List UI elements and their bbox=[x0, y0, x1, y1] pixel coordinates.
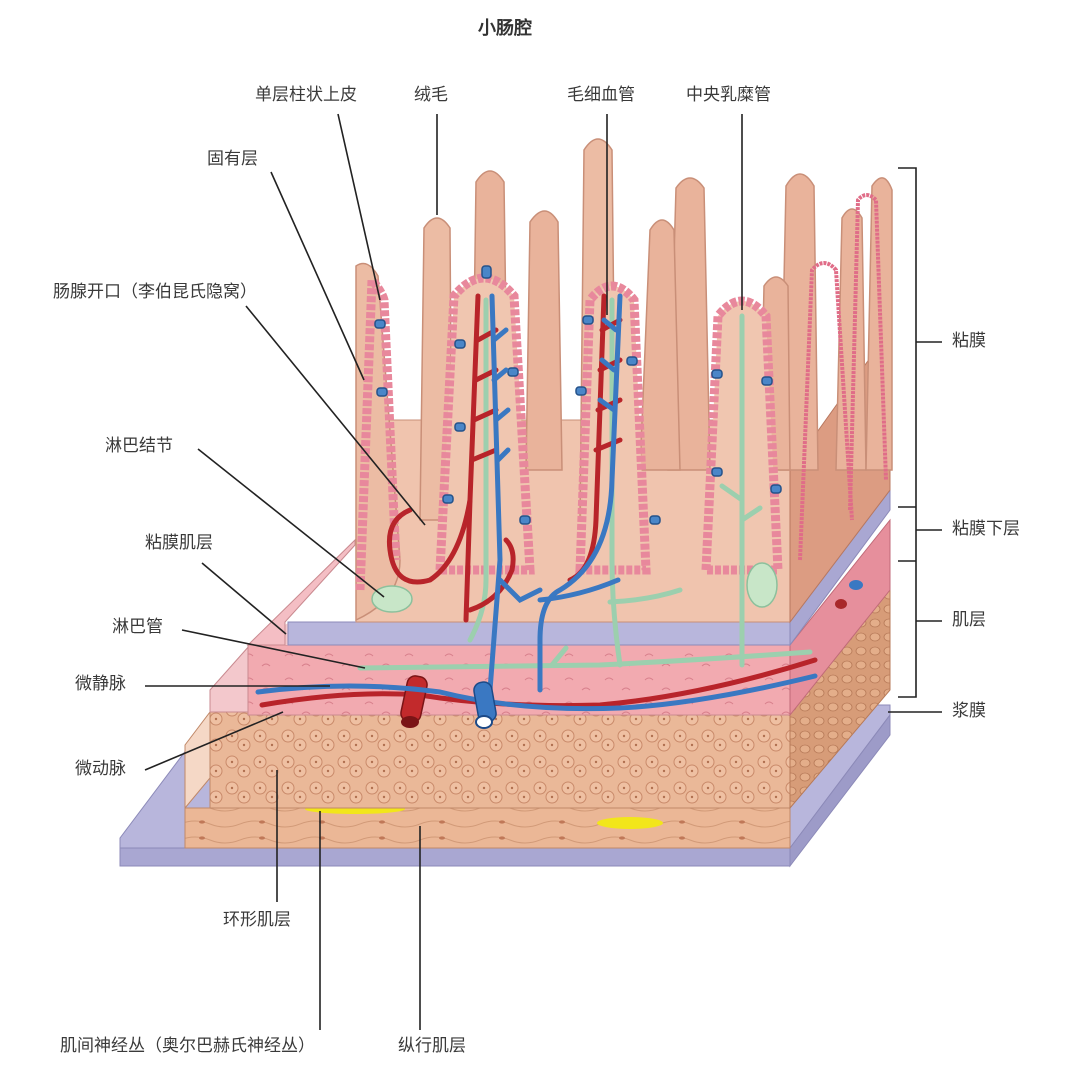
label-longitudinal-muscle: 纵行肌层 bbox=[398, 1036, 466, 1056]
label-capillary: 毛细血管 bbox=[567, 85, 635, 105]
label-venule: 微静脉 bbox=[75, 674, 126, 694]
label-lymphatic-nodule: 淋巴结节 bbox=[105, 436, 173, 456]
label-submucosa: 粘膜下层 bbox=[952, 519, 1020, 539]
leader-lines bbox=[144, 113, 942, 1030]
nerve-plexus bbox=[597, 817, 663, 829]
label-myenteric-plexus: 肌间神经丛（奥尔巴赫氏神经丛） bbox=[60, 1036, 315, 1056]
label-lymphatic-vessel: 淋巴管 bbox=[112, 617, 163, 637]
longitudinal-muscle-layer bbox=[184, 804, 791, 849]
label-muscularis: 肌层 bbox=[952, 610, 986, 630]
label-intestinal-gland-opening: 肠腺开口（李伯昆氏隐窝） bbox=[53, 282, 257, 302]
label-lamina-propria: 固有层 bbox=[207, 149, 258, 169]
circular-muscle-layer bbox=[184, 578, 891, 810]
label-central-lacteal: 中央乳糜管 bbox=[686, 85, 771, 105]
label-simple-columnar-epithelium: 单层柱状上皮 bbox=[255, 85, 357, 105]
label-villus: 绒毛 bbox=[414, 85, 448, 105]
label-mucosa: 粘膜 bbox=[952, 331, 986, 351]
goblet-cells bbox=[374, 265, 782, 525]
submucosa-layer bbox=[209, 518, 891, 717]
label-serosa: 浆膜 bbox=[952, 701, 986, 721]
label-arteriole: 微动脉 bbox=[75, 759, 126, 779]
lymphatic-nodules bbox=[371, 562, 778, 613]
venule-branch bbox=[473, 681, 497, 729]
venules bbox=[255, 293, 818, 712]
label-muscularis-mucosae: 粘膜肌层 bbox=[145, 533, 213, 553]
label-circular-muscle: 环形肌层 bbox=[223, 910, 291, 930]
diagram-title: 小肠腔 bbox=[478, 18, 532, 39]
